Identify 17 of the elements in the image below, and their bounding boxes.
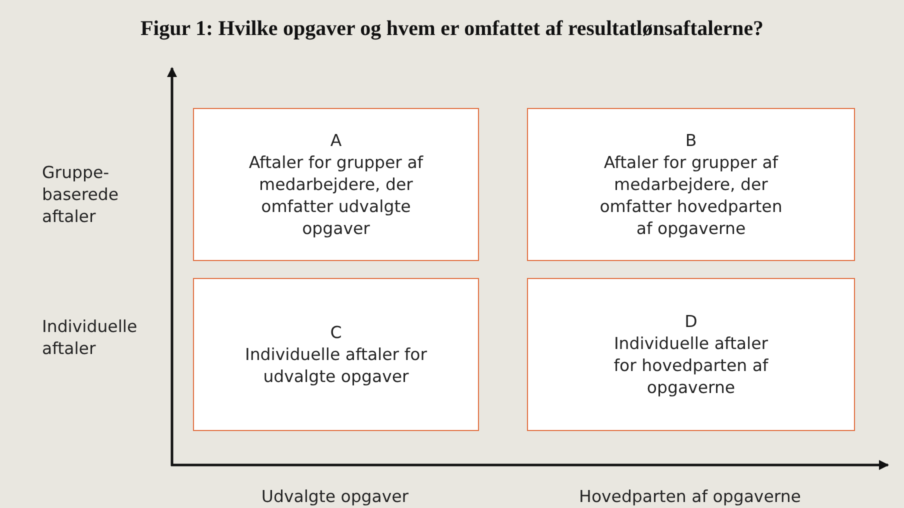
quadrant-letter: A <box>330 130 342 152</box>
y-axis-label: Gruppe-baserede aftaler <box>42 162 120 228</box>
quadrant-box <box>193 278 479 431</box>
quadrant-box <box>193 108 479 261</box>
title: Figur 1: Hvilke opgaver og hvem er omfattet af resultatlønsaftalerne? <box>139 16 765 41</box>
quadrant-text: Individuelle aftaler for hovedparten af opgaverne <box>612 332 770 398</box>
y-axis-label: Individuelle aftaler <box>42 316 138 360</box>
quadrant-box <box>527 108 855 261</box>
quadrant-letter: B <box>685 130 697 152</box>
quadrant-letter: C <box>330 322 342 344</box>
x-axis-label: Udvalgte opgaver <box>260 486 410 508</box>
x-axis-label: Hovedparten af opgaverne <box>578 486 802 508</box>
quadrant-text: Individuelle aftaler for udvalgte opgaver <box>244 344 428 388</box>
quadrant-letter: D <box>684 310 698 332</box>
quadrant-box <box>527 278 855 431</box>
quadrant-text: Aftaler for grupper af medarbejdere, der omfatter udvalgte opgaver <box>248 152 424 240</box>
quadrant-text: Aftaler for grupper af medarbejdere, der omfatter hovedparten af opgaverne <box>598 152 784 240</box>
